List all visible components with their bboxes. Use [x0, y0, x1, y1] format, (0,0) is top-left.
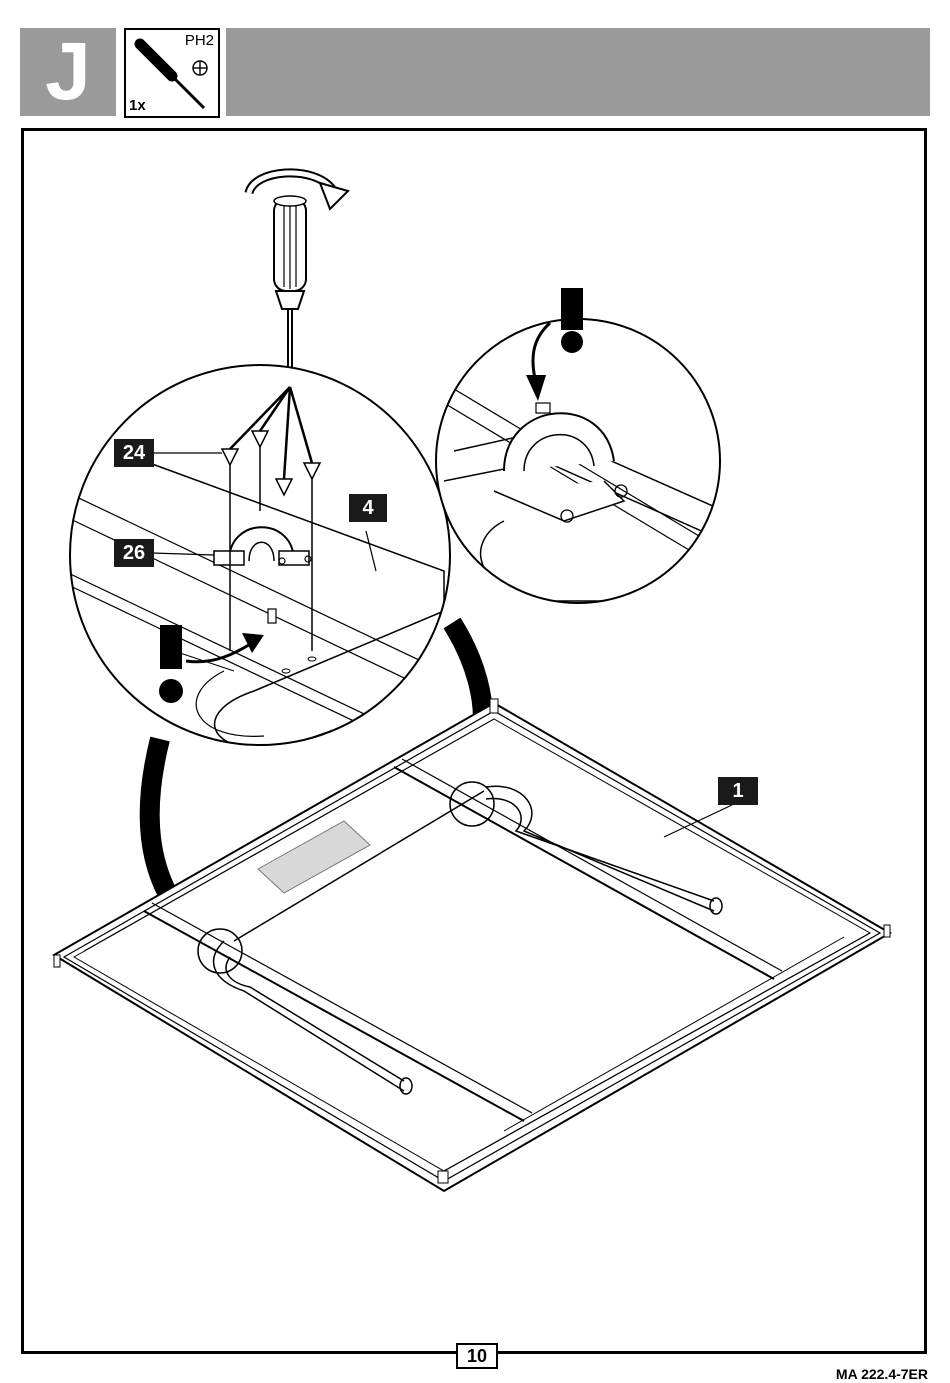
tool-quantity: 1x	[129, 97, 146, 114]
part-label-clip: 26	[114, 539, 154, 567]
tool-bit-label: PH2	[185, 32, 214, 49]
base-frame	[54, 699, 890, 1191]
step-letter: J	[20, 22, 116, 122]
detail-circle-right	[424, 288, 724, 603]
tool-box: PH2 1x	[124, 28, 220, 118]
detail-circle-left	[64, 365, 484, 783]
assembly-illustration	[24, 131, 924, 1351]
header-bar	[226, 28, 930, 116]
screwdriver-icon	[274, 196, 306, 383]
page-number: 10	[456, 1343, 498, 1369]
document-code: MA 222.4-7ER	[836, 1366, 928, 1382]
part-label-tube: 4	[349, 494, 387, 522]
part-label-frame: 1	[718, 777, 758, 805]
step-badge: J	[20, 28, 116, 116]
part-label-screw: 24	[114, 439, 154, 467]
